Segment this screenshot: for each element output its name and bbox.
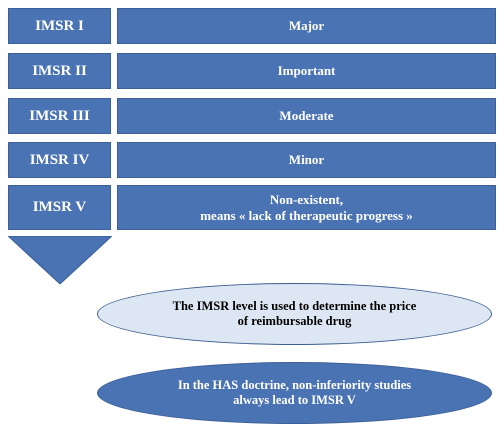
description-line: Important bbox=[277, 63, 336, 78]
imsr-level-description: Non-existent, means « lack of therapeuti… bbox=[117, 185, 496, 230]
imsr-level-label: IMSR V bbox=[8, 185, 111, 230]
imsr-level-description: Moderate bbox=[117, 98, 496, 134]
description-line: Minor bbox=[288, 152, 325, 167]
imsr-level-label: IMSR I bbox=[8, 8, 111, 44]
imsr-level-label: IMSR III bbox=[8, 98, 111, 134]
imsr-row-3: IMSR III Moderate bbox=[8, 98, 496, 134]
imsr-level-description: Major bbox=[117, 8, 496, 44]
doctrine-note-ellipse: In the HAS doctrine, non-inferiority stu… bbox=[97, 362, 492, 424]
description-line: Major bbox=[288, 18, 325, 33]
down-triangle-icon bbox=[8, 236, 112, 285]
description-line: means « lack of therapeutic progress » bbox=[200, 207, 413, 223]
imsr-row-1: IMSR I Major bbox=[8, 8, 496, 44]
doctrine-note-line: always lead to IMSR V bbox=[233, 393, 356, 407]
price-note-line: The IMSR level is used to determine the … bbox=[172, 299, 417, 313]
imsr-level-description: Minor bbox=[117, 142, 496, 178]
imsr-level-description: Important bbox=[117, 53, 496, 89]
imsr-row-2: IMSR II Important bbox=[8, 53, 496, 89]
description-line: Moderate bbox=[279, 108, 334, 123]
imsr-row-5: IMSR V Non-existent, means « lack of the… bbox=[8, 185, 496, 230]
imsr-level-label: IMSR II bbox=[8, 53, 111, 89]
imsr-row-4: IMSR IV Minor bbox=[8, 142, 496, 178]
price-note-ellipse: The IMSR level is used to determine the … bbox=[97, 283, 492, 345]
doctrine-note-line: In the HAS doctrine, non-inferiority stu… bbox=[177, 378, 412, 392]
description-line: Non-existent, bbox=[269, 191, 344, 207]
arrow-shape bbox=[8, 236, 112, 285]
price-note-line: of reimbursable drug bbox=[237, 314, 352, 328]
imsr-level-label: IMSR IV bbox=[8, 142, 111, 178]
